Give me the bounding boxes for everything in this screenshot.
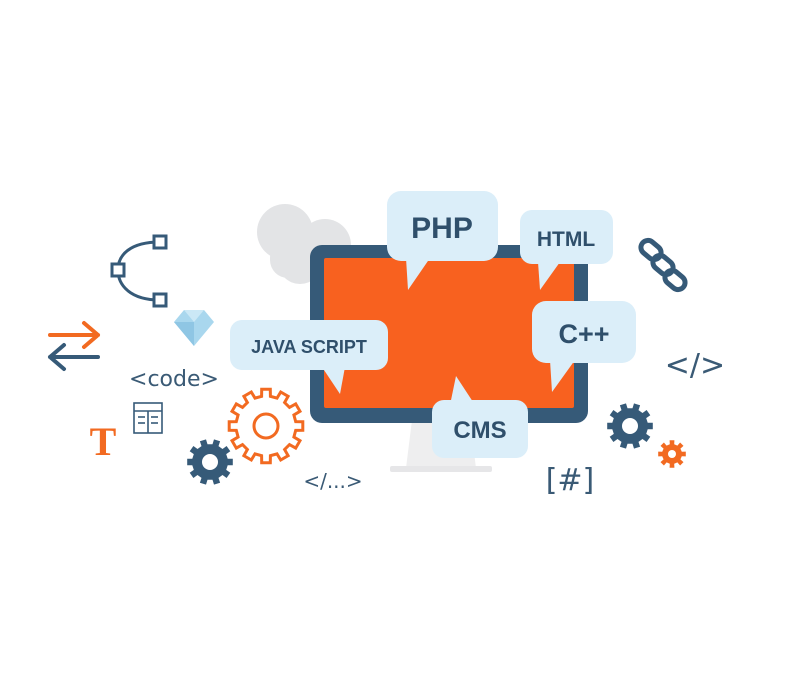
layout-grid-icon [133,402,163,434]
gear-icon [227,387,305,465]
bezier-curve-icon [110,234,168,308]
html-label: HTML [537,228,595,251]
cpp-label: C++ [558,319,609,349]
close-tag-label: </> [665,348,725,383]
swap-arrows-icon [48,321,100,371]
javascript-bubble: JAVA SCRIPT [230,320,388,394]
chain-link-icon [638,237,688,293]
cms-bubble: CMS [432,376,528,458]
javascript-label: JAVA SCRIPT [251,337,367,357]
php-bubble: PHP [387,191,498,290]
hash-tag-label: [#] [546,463,595,498]
gear-icons [187,387,686,485]
diamond-icon [174,310,214,346]
cms-label: CMS [453,417,506,444]
gear-icon [658,440,686,468]
gear-icon [607,403,653,449]
monitor-icon [310,245,588,423]
gear-icon [187,439,233,485]
html-bubble: HTML [520,210,613,290]
cpp-bubble: C++ [532,301,636,392]
text-type-icon: T [90,419,117,464]
php-label: PHP [411,212,473,245]
code-tag-label: <code> [129,367,219,392]
ellipsis-tag-label: </...> [303,469,362,493]
